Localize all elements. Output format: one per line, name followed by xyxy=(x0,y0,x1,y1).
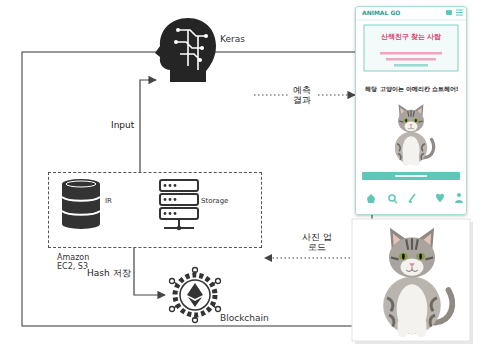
cat-photo xyxy=(352,219,473,344)
server-box: IRStorageAmazon EC2, S3 xyxy=(48,172,262,248)
ethereum-icon xyxy=(187,283,203,299)
app-title: ANIMAL GO xyxy=(362,10,400,17)
storage-icon xyxy=(164,184,167,187)
database-icon xyxy=(62,219,100,229)
phone-screen xyxy=(395,175,427,177)
ethereum-icon xyxy=(170,279,175,284)
storage-icon xyxy=(169,198,172,201)
keras-label: Keras xyxy=(220,34,245,44)
phone-screen xyxy=(446,10,452,15)
phone-screen xyxy=(409,194,415,202)
database-icon xyxy=(62,179,100,229)
upload-arrow xyxy=(264,254,350,262)
phone-screen xyxy=(395,104,434,166)
phone-screen xyxy=(364,25,458,71)
database-icon xyxy=(62,184,100,224)
ethereum-icon xyxy=(175,275,215,315)
db-label: IR xyxy=(105,197,112,205)
phone-screen xyxy=(355,6,467,215)
upload-label: 사진 업로드 xyxy=(300,232,334,253)
storage-icon xyxy=(174,198,177,201)
ethereum-icon xyxy=(193,268,198,273)
edge-label: Input xyxy=(110,120,135,130)
ethereum-icon xyxy=(193,318,198,323)
upload-arrow xyxy=(272,257,350,258)
phone-screen xyxy=(355,20,467,21)
banner-text: 산책친구 찾는 사람 xyxy=(368,33,454,41)
phone-screen xyxy=(386,58,436,61)
ethereum-icon xyxy=(216,307,221,312)
storage-icon xyxy=(160,180,198,230)
phone-screen xyxy=(394,200,397,203)
storage-icon xyxy=(174,212,177,215)
phone-screen xyxy=(455,200,463,203)
ethereum-icon xyxy=(216,279,221,284)
phone-screen xyxy=(362,172,460,180)
storage-icon xyxy=(177,226,181,230)
brain-head-icon xyxy=(155,18,216,82)
upload-arrow xyxy=(264,254,272,262)
ethereum-icon xyxy=(170,268,221,323)
phone-screen xyxy=(456,10,463,15)
phone-screen xyxy=(355,6,467,215)
storage-icon xyxy=(160,208,198,219)
phone-screen: ANIMAL GO 산책친구 찾는 사람해당 고양이는 아메리칸 쇼트헤어! xyxy=(355,6,467,215)
cat-photo xyxy=(383,228,452,337)
blockchain-label: Blockchain xyxy=(220,313,269,323)
database-icon xyxy=(66,181,96,187)
phone-screen xyxy=(436,194,444,203)
cat-photo xyxy=(352,219,470,341)
phone-screen xyxy=(367,194,375,203)
phone-screen xyxy=(380,52,442,55)
brain-head-icon xyxy=(176,28,180,32)
database-icon xyxy=(62,197,100,215)
connector xyxy=(134,248,165,295)
edge-label: Hash 저장 xyxy=(86,268,132,278)
brain-head-icon xyxy=(204,34,208,38)
outer-frame xyxy=(22,52,372,326)
ethereum-icon xyxy=(170,307,175,312)
result-headline: 해당 고양이는 아메리칸 쇼트헤어! xyxy=(360,86,464,93)
brain-head-icon xyxy=(174,40,178,44)
blockchain-node: Blockchain xyxy=(165,268,272,330)
storage-icon xyxy=(169,184,172,187)
storage-icon xyxy=(164,198,167,201)
phone-screen xyxy=(394,64,428,67)
keras-node: Keras xyxy=(156,16,254,100)
ethereum-icon xyxy=(174,271,216,319)
storage-icon xyxy=(169,212,172,215)
ethereum-icon xyxy=(188,297,202,307)
storage-icon xyxy=(164,212,167,215)
edge-label: 예측 결과 xyxy=(288,85,316,106)
connector xyxy=(140,80,156,172)
phone-screen xyxy=(457,193,461,197)
storage-icon xyxy=(174,184,177,187)
ethereum-icon xyxy=(180,280,210,310)
brain-head-icon xyxy=(198,58,202,62)
brain-head-icon xyxy=(155,18,216,82)
storage-label: Storage xyxy=(201,197,228,205)
storage-icon xyxy=(160,194,198,205)
brain-head-icon xyxy=(200,46,204,50)
brain-head-icon xyxy=(176,30,206,70)
storage-icon xyxy=(160,180,198,191)
